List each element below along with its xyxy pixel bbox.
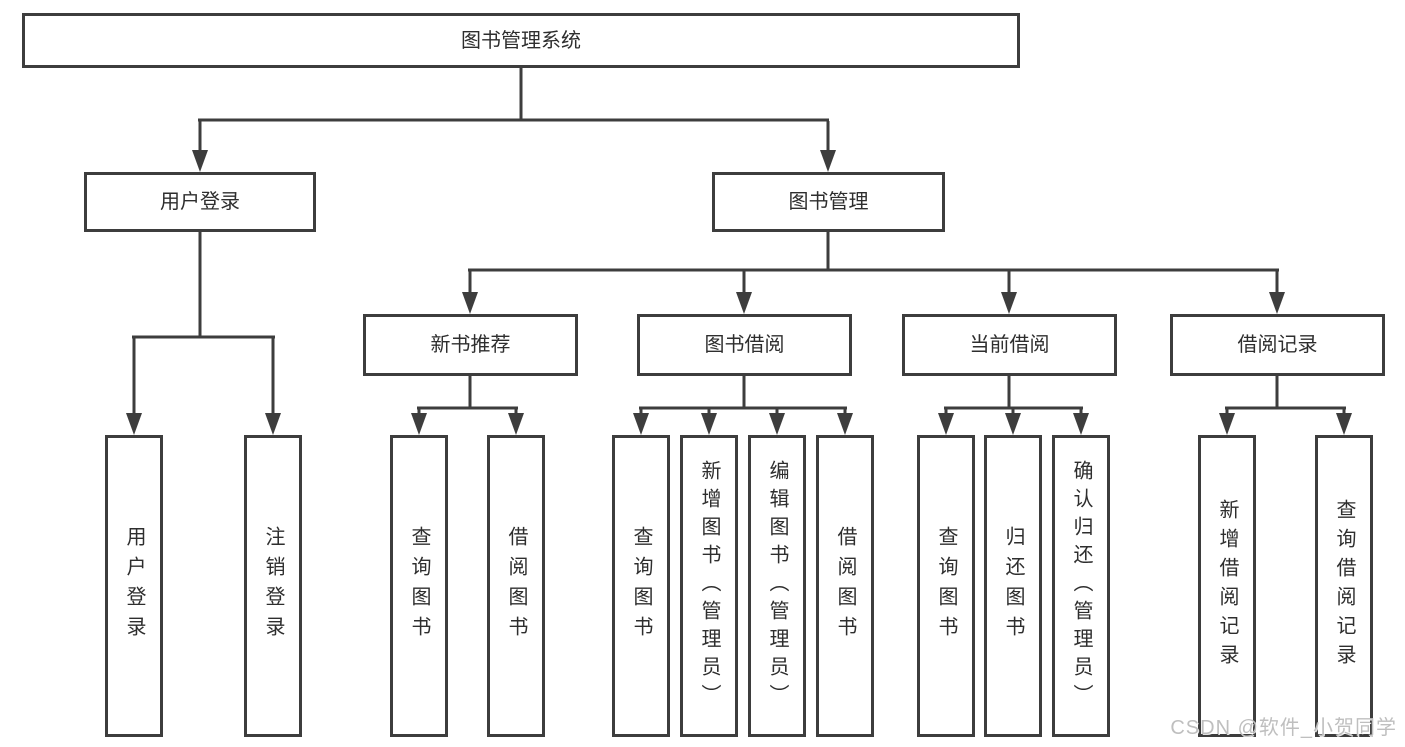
connector-book-management-fork [468,232,1279,295]
csdn-watermark: CSDN @软件_小贺同学 [1170,717,1397,739]
leaf-return-books: 归还图书 [984,435,1042,737]
arrow-down-icon [1001,292,1017,314]
connector-root-fork [198,68,830,152]
leaf-borrow-books-recommend: 借阅图书 [487,435,545,737]
arrow-down-icon [1269,292,1285,314]
arrow-down-icon [265,413,281,435]
connector-user-login-fork [132,232,275,415]
leaf-query-books-borrowing: 查询图书 [612,435,670,737]
arrow-down-icon [938,413,954,435]
connector-records-fork [1225,376,1346,416]
connector-current-fork [944,376,1083,416]
connector-borrowing-fork [639,376,847,416]
arrow-down-icon [1073,413,1089,435]
leaf-borrow-books-borrowing: 借阅图书 [816,435,874,737]
leaf-confirm-return-admin: 确认归还（管理员） [1052,435,1110,737]
arrow-down-icon [508,413,524,435]
leaf-user-login: 用户登录 [105,435,163,737]
node-new-book-recommendation: 新书推荐 [363,314,578,376]
node-current-borrowing: 当前借阅 [902,314,1117,376]
node-borrowing-records: 借阅记录 [1170,314,1385,376]
arrow-down-icon [701,413,717,435]
leaf-query-books-recommend: 查询图书 [390,435,448,737]
leaf-logout: 注销登录 [244,435,302,737]
arrow-down-icon [126,413,142,435]
arrow-down-icon [633,413,649,435]
leaf-add-books-admin: 新增图书（管理员） [680,435,738,737]
node-book-management: 图书管理 [712,172,945,232]
arrow-down-icon [837,413,853,435]
arrow-down-icon [1005,413,1021,435]
arrow-down-icon [769,413,785,435]
node-user-login: 用户登录 [84,172,316,232]
leaf-add-borrow-record: 新增借阅记录 [1198,435,1256,737]
arrow-down-icon [462,292,478,314]
leaf-query-books-current: 查询图书 [917,435,975,737]
connector-recommend-fork [417,376,518,416]
arrowheads [126,150,1352,435]
node-book-borrowing: 图书借阅 [637,314,852,376]
arrow-down-icon [192,150,208,172]
arrow-down-icon [411,413,427,435]
node-library-system: 图书管理系统 [22,13,1020,68]
leaf-edit-books-admin: 编辑图书（管理员） [748,435,806,737]
leaf-query-borrow-record: 查询借阅记录 [1315,435,1373,737]
arrow-down-icon [1336,413,1352,435]
arrow-down-icon [1219,413,1235,435]
arrow-down-icon [820,150,836,172]
arrow-down-icon [736,292,752,314]
